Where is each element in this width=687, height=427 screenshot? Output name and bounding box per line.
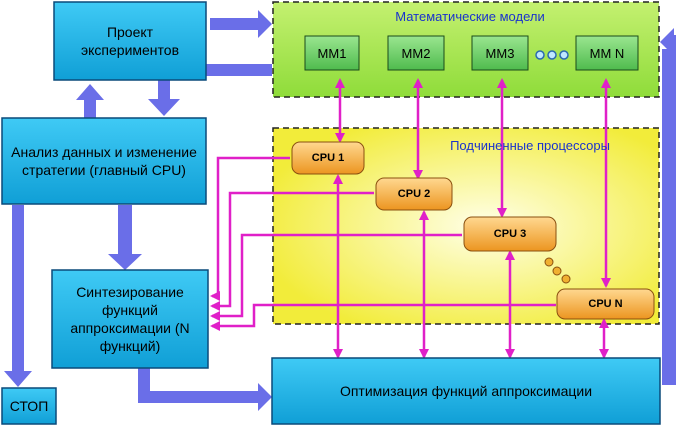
- flow-arrow-plan-to-models: [210, 10, 272, 38]
- flow-arrow-optimization-to-models: [660, 28, 676, 385]
- mm-box-n: [575, 35, 639, 71]
- flow-arrow-analysis-to-stop: [4, 205, 32, 387]
- processors-panel-title: Подчиненные процессоры: [450, 137, 610, 153]
- cpu-ellipsis: [544, 257, 571, 284]
- cpu-label-3: CPU 3: [493, 228, 527, 240]
- plan-box-label: Проект экспериментов: [80, 24, 180, 58]
- cpu-label-n: CPU N: [588, 298, 623, 310]
- data-arrows: [210, 78, 611, 359]
- flow-arrow-analysis-to-synthesis: [108, 205, 142, 270]
- cpu-label-2: CPU 2: [397, 188, 431, 200]
- cpu-box-2: [375, 177, 453, 211]
- mm-box-1: [304, 35, 360, 71]
- models-panel-title: Математические модели: [395, 8, 545, 24]
- arrow-cpu2-synthesis: [210, 191, 374, 311]
- arrow-cpun-synthesis: [210, 303, 556, 331]
- optimization-box-label: Оптимизация функций аппроксимации: [339, 383, 593, 399]
- flow-arrows: [4, 10, 676, 411]
- cpu-box-n: [556, 288, 655, 320]
- mm-label-1: MM1: [317, 45, 347, 61]
- analysis-box: [1, 117, 207, 205]
- mm-box-2: [387, 35, 445, 71]
- stop-box-label: СТОП: [9, 398, 49, 414]
- cpu-box-1: [291, 141, 365, 175]
- analysis-box-label: Анализ данных и изменение стратегии (гла…: [11, 144, 197, 178]
- cpu-label-1: CPU 1: [311, 152, 345, 164]
- arrow-cpu1-synthesis: [210, 156, 290, 301]
- mm-label-2: MM2: [401, 45, 431, 61]
- mm-ellipsis: [535, 50, 569, 60]
- flow-arrow-synthesis-to-optimization: [138, 368, 272, 411]
- mm-label-3: MM3: [485, 45, 515, 61]
- flow-arrow-analysis-to-plan: [76, 84, 104, 118]
- mm-box-3: [471, 35, 529, 71]
- optimization-box: [271, 357, 661, 425]
- cpu-box-3: [463, 216, 557, 252]
- plan-box: [53, 1, 207, 81]
- arrow-cpu3-synthesis: [210, 233, 462, 321]
- synthesis-box: [51, 269, 209, 369]
- stop-box: [1, 387, 57, 425]
- mm-label-n: MM N: [589, 45, 625, 61]
- synthesis-box-label: Синтезирование функций аппроксимации (N …: [70, 284, 190, 354]
